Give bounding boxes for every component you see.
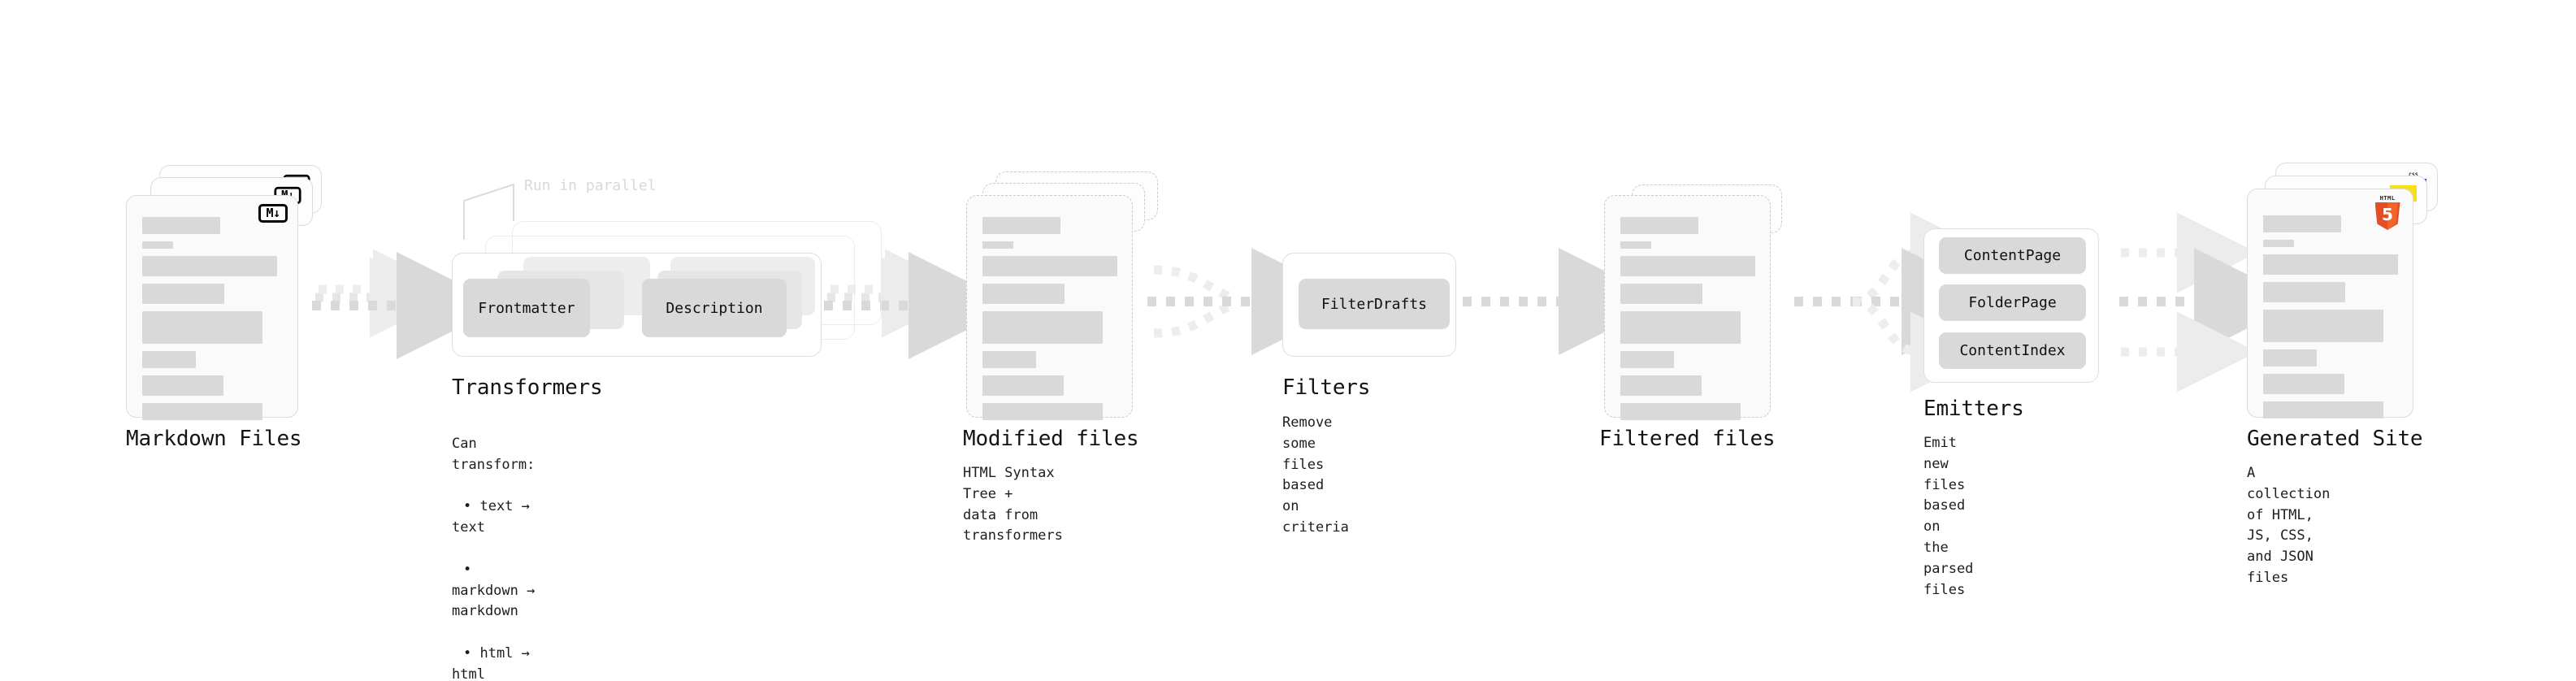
skeleton-bar — [1620, 256, 1755, 276]
stage-title-modified-files: Modified files — [963, 427, 1139, 451]
skeleton-bar — [1620, 217, 1698, 234]
skeleton-bar — [982, 311, 1103, 344]
run-in-parallel-label: Run in parallel — [524, 177, 657, 194]
skeleton-bar — [142, 375, 223, 396]
markdown-card-front[interactable]: M↓ — [126, 195, 298, 420]
stage-caption-filters: Remove some files based on criteria — [1282, 414, 1349, 536]
html5-icon-label: HTML — [2379, 195, 2396, 202]
skeleton-bar — [2263, 254, 2398, 275]
skeleton-bar — [142, 351, 196, 368]
transformer-pill-description[interactable]: Description — [642, 279, 787, 337]
skeleton-bar — [1620, 351, 1674, 368]
skeleton-bar — [142, 403, 262, 420]
transform-bullet: • html → html — [452, 645, 530, 681]
html5-icon-digit: 5 — [2382, 205, 2393, 224]
filtered-card-front[interactable] — [1604, 195, 1771, 420]
emitter-pill-contentindex[interactable]: ContentIndex — [1939, 332, 2086, 369]
skeleton-content — [2263, 215, 2399, 426]
skeleton-bar — [2263, 401, 2383, 419]
connector-modified-to-filters — [1147, 248, 1359, 355]
emitter-pill-contentpage[interactable]: ContentPage — [1939, 237, 2086, 274]
skeleton-bar — [2263, 215, 2341, 232]
filter-pill-filterdrafts[interactable]: FilterDrafts — [1299, 279, 1450, 329]
skeleton-bar — [982, 217, 1060, 234]
stage-title-markdown-files: Markdown Files — [126, 427, 302, 451]
skeleton-content — [142, 217, 284, 427]
connector-markdown-to-transformers — [312, 249, 504, 359]
stage-title-filters: Filters — [1282, 375, 1371, 400]
skeleton-bar — [982, 256, 1117, 276]
skeleton-bar — [1620, 375, 1702, 396]
run-in-parallel-bracket — [463, 183, 514, 240]
skeleton-bar — [2263, 282, 2345, 302]
skeleton-content — [982, 217, 1118, 427]
skeleton-content — [1620, 217, 1756, 427]
transformer-pill-frontmatter[interactable]: Frontmatter — [463, 279, 590, 337]
html5-icon: HTML 5 — [2372, 196, 2403, 232]
skeleton-bar — [982, 241, 1013, 249]
skeleton-bar — [1620, 241, 1651, 249]
skeleton-bar — [142, 311, 262, 344]
stage-caption-emitters: Emit new files based on the parsed files — [1923, 435, 1974, 598]
skeleton-bar — [142, 217, 220, 234]
skeleton-bar — [982, 375, 1064, 396]
skeleton-bar — [142, 284, 224, 304]
markdown-icon: M↓ — [258, 204, 288, 223]
skeleton-bar — [1620, 403, 1741, 420]
stage-caption-generated-site: A collection of HTML, JS, CSS, and JSON … — [2247, 465, 2331, 587]
stage-title-generated-site: Generated Site — [2247, 427, 2423, 451]
stage-title-emitters: Emitters — [1923, 397, 2024, 421]
connector-filtered-to-emitters — [1794, 212, 2009, 393]
emitter-pill-folderpage[interactable]: FolderPage — [1939, 284, 2086, 321]
site-card-front[interactable]: HTML 5 — [2247, 189, 2413, 419]
skeleton-bar — [2263, 310, 2383, 342]
stage-title-transformers: Transformers — [452, 375, 603, 400]
modified-card-front[interactable] — [966, 195, 1133, 420]
skeleton-bar — [982, 403, 1103, 420]
skeleton-bar — [982, 351, 1036, 368]
stage-caption-transformers: Can transform: • text → text • markdown … — [452, 413, 535, 681]
stage-caption-modified-files: HTML Syntax Tree + data from transformer… — [963, 465, 1063, 544]
connector-emitters-to-site — [2119, 212, 2301, 393]
transform-bullet: • text → text — [452, 498, 530, 536]
skeleton-bar — [2263, 349, 2317, 367]
transform-caption-lead: Can transform: — [452, 435, 536, 473]
skeleton-bar — [1620, 311, 1741, 344]
stage-title-filtered-files: Filtered files — [1599, 427, 1776, 451]
skeleton-bar — [142, 256, 277, 276]
skeleton-bar — [2263, 374, 2344, 394]
skeleton-bar — [2263, 240, 2294, 247]
transform-bullet: • markdown → markdown — [452, 561, 536, 620]
skeleton-bar — [1620, 284, 1702, 304]
css-icon-label: CSS — [2409, 173, 2418, 178]
skeleton-bar — [982, 284, 1065, 304]
skeleton-bar — [142, 241, 173, 249]
